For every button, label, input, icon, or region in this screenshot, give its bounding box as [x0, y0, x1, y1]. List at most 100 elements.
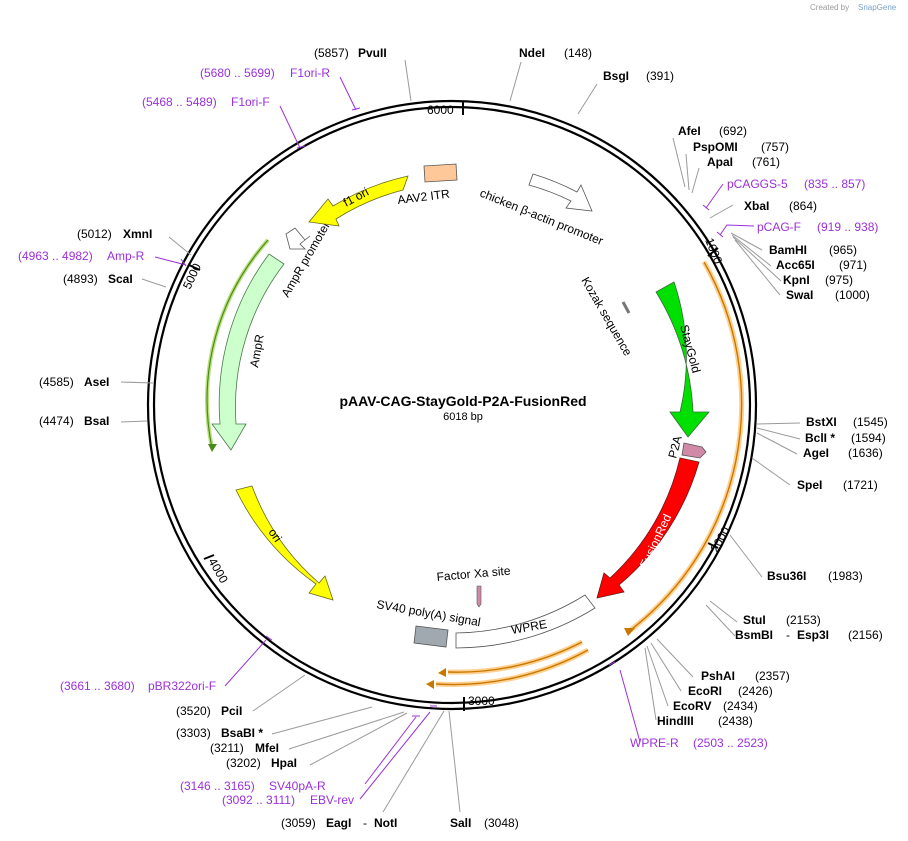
site-pos-hindiii: (2438) [718, 714, 753, 728]
primer-name-sv40par[interactable]: SV40pA-R [269, 779, 326, 793]
site-name-pspomi[interactable]: PspOMI [693, 140, 738, 154]
site-name-bcli[interactable]: BclI * [805, 431, 835, 445]
site-name-sali[interactable]: SalI [450, 816, 471, 830]
site-pos-mfei: (3211) [210, 741, 244, 755]
site-pos-bcli: (1594) [851, 431, 886, 445]
site-name-bsgi[interactable]: BsgI [603, 69, 629, 83]
site-name-eagi[interactable]: EagI [326, 816, 351, 830]
primer-range-sv40par: (3146 .. 3165) [180, 779, 255, 793]
feature-itr[interactable] [423, 163, 458, 183]
feature-itr-label: AAV2 ITR [397, 187, 451, 207]
site-leaders [120, 59, 801, 813]
primer-name-ampr[interactable]: Amp-R [107, 249, 145, 263]
feature-factorxa[interactable] [476, 585, 482, 608]
site-pos-scai: (4893) [63, 272, 98, 286]
primer-name-f1orir[interactable]: F1ori-R [290, 66, 330, 80]
primer-range-ebvrev: (3092 .. 3111) [222, 793, 295, 807]
feature-p2a[interactable] [681, 442, 707, 459]
ampr-orf-arrowhead [208, 444, 217, 452]
site-name-scai[interactable]: ScaI [108, 272, 133, 286]
backbone-outer [146, 99, 758, 711]
primer-name-pcagf[interactable]: pCAG-F [757, 220, 801, 234]
tick-5000 [188, 264, 201, 271]
site-name-xmni[interactable]: XmnI [123, 227, 152, 241]
plasmid-title: pAAV-CAG-StayGold-P2A-FusionRed [339, 393, 586, 409]
feature-cba-promoter[interactable] [528, 173, 593, 212]
site-pos-pcii: (3520) [176, 704, 211, 718]
site-name-hindiii[interactable]: HindIII [657, 714, 694, 728]
snapgene-logo: SnapGene [858, 3, 897, 12]
site-name-pvuii[interactable]: PvuII [358, 46, 387, 60]
site-name-agei[interactable]: AgeI [803, 446, 829, 460]
site-pos-apai: (761) [752, 155, 780, 169]
site-name-spei[interactable]: SpeI [797, 478, 822, 492]
site-name-pcii[interactable]: PciI [221, 704, 242, 718]
primer-range-pcagf: (919 .. 938) [817, 220, 878, 234]
feature-kozak[interactable] [621, 301, 631, 314]
site-name-bstxi[interactable]: BstXI [806, 415, 837, 429]
site-name-swai[interactable]: SwaI [786, 288, 813, 302]
feature-sv40[interactable] [413, 625, 449, 648]
site-sep-bsmbi: - [786, 628, 790, 642]
site-name-bsabi[interactable]: BsaBI * [221, 726, 263, 740]
site-name-kpni[interactable]: KpnI [783, 273, 810, 287]
site-pos-bstxi: (1545) [853, 415, 888, 429]
site-name-stui[interactable]: StuI [743, 613, 766, 627]
ampr-orf-arc-line [206, 239, 269, 449]
feature-staygold[interactable] [655, 281, 710, 438]
site-name-pshai[interactable]: PshAI [701, 669, 735, 683]
backbone-inner [152, 105, 752, 705]
feature-ampr[interactable] [211, 253, 285, 451]
primer-name-ebvrev[interactable]: EBV-rev [310, 793, 354, 807]
feature-ori[interactable] [235, 485, 334, 601]
site-name-apai[interactable]: ApaI [707, 155, 733, 169]
site-pos-agei: (1636) [848, 446, 883, 460]
site-name-ecori[interactable]: EcoRI [688, 684, 722, 698]
site-name-ecorv[interactable]: EcoRV [673, 699, 711, 713]
tick-label-4000: 4000 [205, 556, 231, 586]
site-name-noti[interactable]: NotI [374, 816, 397, 830]
primer-name-wprer[interactable]: WPRE-R [630, 736, 679, 750]
feature-factorxa-label: Factor Xa site [436, 564, 511, 584]
primer-range-ampr: (4963 .. 4982) [18, 249, 93, 263]
tick-label-3000: 3000 [468, 694, 495, 708]
site-name-hpai[interactable]: HpaI [271, 756, 297, 770]
site-name-bsai[interactable]: BsaI [84, 414, 109, 428]
feature-wpre-label: WPRE [510, 617, 548, 637]
tick-label-5000: 5000 [180, 261, 204, 291]
primer-name-pbr322[interactable]: pBR322ori-F [148, 679, 216, 693]
primer-range-pbr322: (3661 .. 3680) [60, 679, 135, 693]
site-name-bsu36i[interactable]: Bsu36I [767, 569, 806, 583]
site-name-xbai[interactable]: XbaI [744, 199, 769, 213]
site-name-asei[interactable]: AseI [84, 375, 109, 389]
site-name-bsmbi[interactable]: BsmBI [735, 628, 773, 642]
site-pos-ecorv: (2434) [723, 699, 758, 713]
feature-ampr-promoter[interactable] [285, 227, 311, 250]
feature-f1ori[interactable] [308, 175, 409, 227]
feature-wpre[interactable] [455, 594, 596, 649]
primer-name-pcaggs5[interactable]: pCAGGS-5 [727, 177, 788, 191]
feature-fusionred[interactable] [596, 457, 700, 599]
site-pos-kpni: (975) [825, 273, 853, 287]
primer-range-f1orir: (5680 .. 5699) [200, 66, 275, 80]
site-pos-xbai: (864) [789, 199, 817, 213]
site-name-ndei[interactable]: NdeI [519, 46, 545, 60]
primer-name-f1orif[interactable]: F1ori-F [231, 95, 270, 109]
site-name-esp3i[interactable]: Esp3I [797, 628, 829, 642]
feature-ampr-label: AmpR [247, 333, 267, 369]
orf-arrowhead-2 [438, 668, 446, 677]
site-pos-bsabi: (3303) [176, 726, 211, 740]
site-pos-pspomi: (757) [761, 140, 789, 154]
site-name-afei[interactable]: AfeI [678, 124, 701, 138]
site-pos-xmni: (5012) [77, 227, 112, 241]
orf-arc-a-line [447, 641, 583, 673]
orf-arc-outer-line [627, 261, 743, 633]
site-name-acc65i[interactable]: Acc65I [776, 258, 815, 272]
site-name-bamhi[interactable]: BamHI [769, 243, 807, 257]
site-labels: (5857) PvuII NdeI (148) BsgI (391) AfeI … [39, 46, 888, 830]
site-sep-eagi: - [363, 816, 367, 830]
site-pos-pshai: (2357) [755, 669, 790, 683]
site-name-mfei[interactable]: MfeI [255, 741, 279, 755]
site-pos-ecori: (2426) [738, 684, 773, 698]
primer-labels: (5680 .. 5699) F1ori-R (5468 .. 5489) F1… [18, 66, 878, 807]
